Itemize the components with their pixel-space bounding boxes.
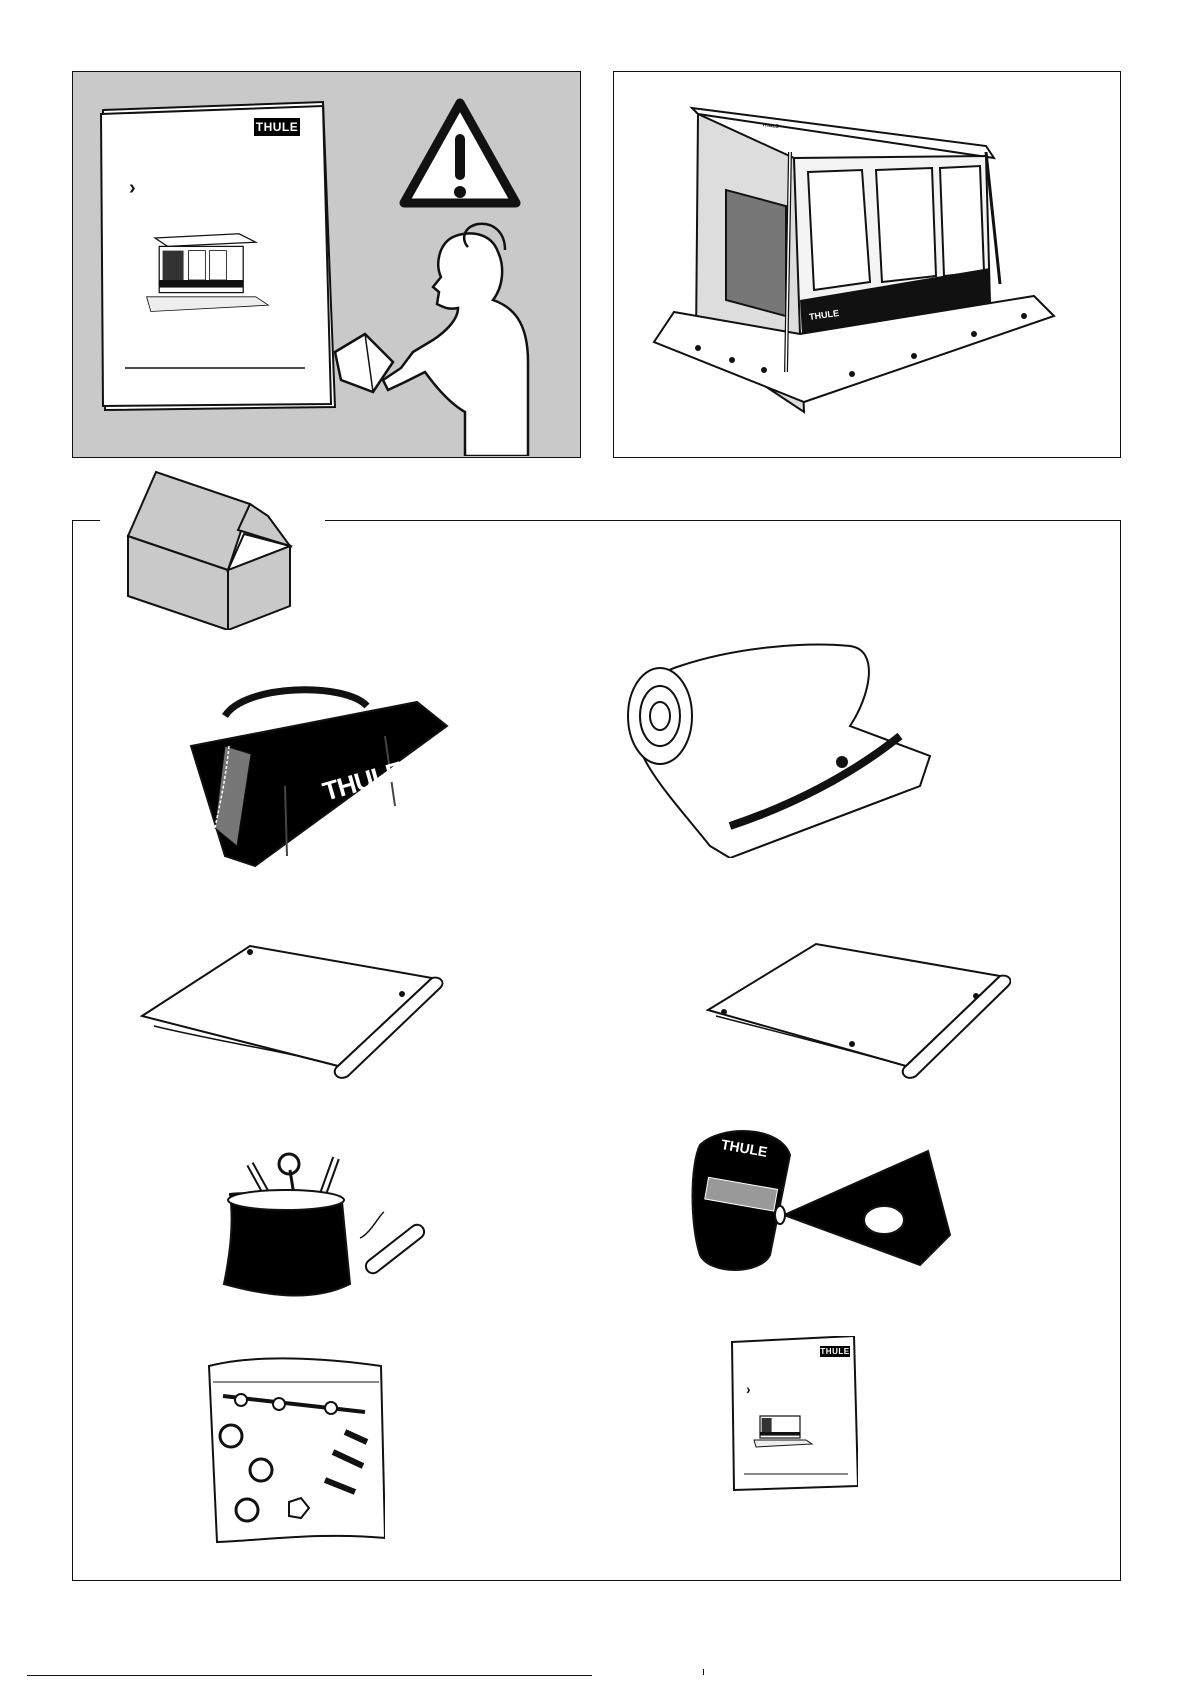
fixing-kit-bag: [205, 1352, 385, 1544]
page-bottom-rule: [27, 1675, 592, 1676]
read-instructions-illustration: [73, 72, 579, 456]
manual-chevron-icon: ›: [129, 178, 136, 198]
awning-illustration: [614, 72, 1119, 456]
front-window-2: [876, 168, 936, 282]
front-window-1: [808, 170, 870, 290]
read-instructions-panel: THULE ›: [72, 71, 581, 458]
instruction-manual-outline: [730, 1336, 858, 1494]
side-panel-right: [706, 942, 1011, 1080]
rolled-awning: [620, 636, 940, 858]
instruction-manual: THULE ›: [730, 1336, 858, 1494]
reading-person-figure: [383, 233, 528, 456]
manual-item-chevron-icon: ›: [746, 1382, 751, 1396]
awning-overview-panel: THULE THULE: [613, 71, 1121, 458]
side-panel-left: [140, 942, 445, 1080]
manual-thule-logo: THULE: [254, 118, 300, 136]
page-bottom-tick: [703, 1669, 704, 1675]
manual-item-thule-logo: THULE: [820, 1346, 850, 1357]
carry-bag: [185, 676, 450, 876]
front-window-3: [940, 166, 984, 276]
open-box-icon: [118, 470, 298, 630]
bag-handle: [225, 690, 367, 716]
mesh-window: [726, 190, 786, 316]
pegs-pouch: [220, 1144, 435, 1304]
warning-exclamation: [455, 134, 465, 180]
